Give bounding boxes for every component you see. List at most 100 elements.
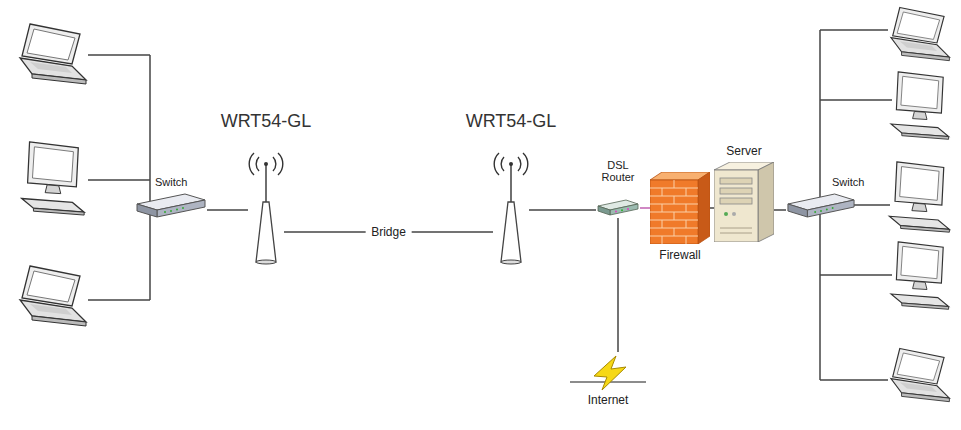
icon-part xyxy=(788,204,807,217)
icon-part xyxy=(662,204,663,212)
icon-part xyxy=(698,172,710,244)
icon-part xyxy=(720,188,752,194)
icon-part xyxy=(248,150,284,265)
firewall: Firewall xyxy=(650,172,710,244)
icon-part xyxy=(720,233,752,234)
icon-part xyxy=(510,164,511,204)
link-label: Bridge xyxy=(365,225,412,239)
icon-part xyxy=(650,172,710,244)
icon-part xyxy=(674,180,675,188)
icon-part xyxy=(256,260,276,264)
icon-part xyxy=(826,209,828,211)
icon-part xyxy=(20,24,86,84)
icon-part xyxy=(786,192,856,218)
icon-part xyxy=(256,157,259,171)
icon-part xyxy=(88,30,892,380)
icon-part xyxy=(170,210,172,212)
icon-part xyxy=(814,211,816,213)
device-label: WRT54-GL xyxy=(466,111,557,132)
device-label: DSL Router xyxy=(595,159,641,184)
icon-part xyxy=(494,153,499,175)
icon-part xyxy=(724,212,728,216)
dsl-router: DSL Router xyxy=(596,198,640,218)
icon-part xyxy=(594,356,626,390)
icon-part xyxy=(891,72,949,140)
icon-part xyxy=(273,157,276,171)
icon-part xyxy=(256,202,276,262)
network-link xyxy=(774,209,786,211)
icon-part xyxy=(650,220,698,221)
icon-part xyxy=(720,198,752,204)
icon-part xyxy=(627,208,629,210)
icon-part xyxy=(720,228,752,229)
icon-part xyxy=(889,162,949,232)
icon-part xyxy=(20,266,86,326)
icon-part xyxy=(686,220,687,228)
icon-part xyxy=(686,236,687,244)
icon-part xyxy=(501,202,521,262)
icon-part xyxy=(164,211,166,213)
icon-part xyxy=(157,200,205,217)
icon-part xyxy=(686,188,687,196)
icon-part xyxy=(137,204,157,217)
device-label: Internet xyxy=(588,394,629,408)
wireless-router: WRT54-GL xyxy=(493,150,529,265)
icon-part xyxy=(265,164,266,204)
wireless-router: WRT54-GL xyxy=(248,150,284,265)
icon-part xyxy=(758,162,774,242)
device-label: Switch xyxy=(155,176,187,189)
icon-part xyxy=(568,352,648,392)
network-switch: Switch xyxy=(135,192,207,218)
icon-part xyxy=(891,242,949,309)
icon-part xyxy=(650,236,698,237)
icon-part xyxy=(610,204,638,215)
icon-part xyxy=(662,220,663,228)
network-link xyxy=(529,209,596,211)
icon-part xyxy=(621,209,623,211)
device-label: WRT54-GL xyxy=(221,111,312,132)
icon-part xyxy=(662,188,663,196)
network-link xyxy=(710,207,714,209)
icon-part xyxy=(732,212,736,216)
device-label: Server xyxy=(726,145,761,159)
icon-part xyxy=(807,200,854,217)
icon-part xyxy=(686,204,687,212)
icon-part xyxy=(88,54,150,56)
icon-part xyxy=(501,260,521,264)
icon-part xyxy=(674,228,675,236)
icon-part xyxy=(832,207,834,209)
icon-part xyxy=(820,379,888,381)
network-link xyxy=(640,207,650,209)
icon-part xyxy=(88,179,150,181)
icon-part xyxy=(501,157,504,171)
icon-part xyxy=(88,299,150,301)
icon-part xyxy=(720,178,752,184)
icon-part xyxy=(615,211,617,213)
icon-part xyxy=(714,170,758,242)
device-label: Switch xyxy=(832,176,864,189)
icon-part xyxy=(149,55,151,300)
icon-part xyxy=(820,274,892,276)
icon-part xyxy=(650,188,698,189)
icon-part xyxy=(135,192,207,218)
internet-link: Internet xyxy=(568,352,648,392)
icon-part xyxy=(650,180,698,244)
icon-part xyxy=(714,162,774,242)
icon-part xyxy=(182,207,184,209)
icon-part xyxy=(596,198,640,218)
server: Server xyxy=(714,162,774,242)
network-switch: Switch xyxy=(786,192,856,218)
icon-part xyxy=(891,8,949,61)
icon-part xyxy=(518,157,521,171)
icon-part xyxy=(493,150,529,265)
icon-part xyxy=(523,153,528,175)
icon-part xyxy=(278,153,283,175)
icon-part xyxy=(22,142,84,215)
icon-part xyxy=(674,196,675,204)
icon-part xyxy=(598,206,610,215)
icon-part xyxy=(176,209,178,211)
icon-part xyxy=(820,99,892,101)
device-label: Firewall xyxy=(659,249,700,263)
icon-part xyxy=(820,210,822,212)
